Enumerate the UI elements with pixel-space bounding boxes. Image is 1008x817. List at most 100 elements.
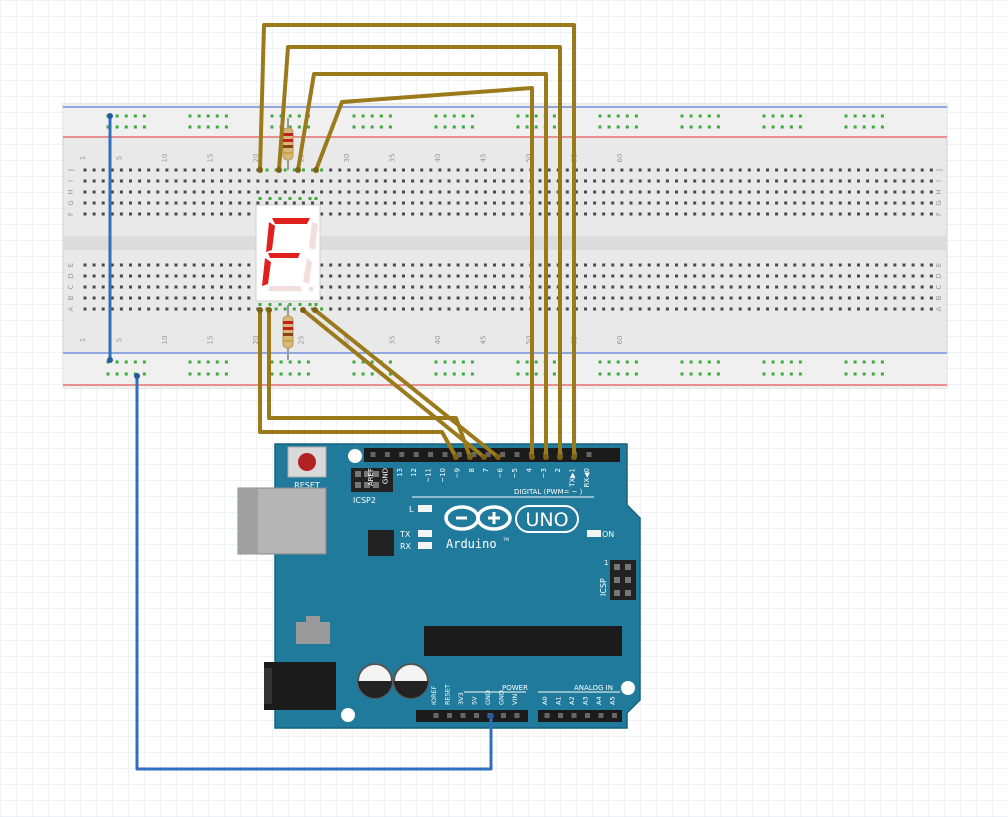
breadboard-hole: [902, 201, 906, 205]
breadboard-hole: [420, 212, 424, 216]
analog-pin-socket[interactable]: [585, 713, 590, 718]
wire-seg-top-3[interactable]: [296, 72, 548, 459]
digital-pin-socket[interactable]: [384, 452, 390, 457]
digital-pin-socket[interactable]: [370, 452, 376, 457]
breadboard-hole: [356, 179, 360, 183]
icsp2-header: [351, 468, 393, 492]
rail-hole: [880, 114, 884, 118]
breadboard-hole: [729, 212, 733, 216]
digital-pin-socket[interactable]: [428, 452, 434, 457]
rail-hole: [516, 114, 520, 118]
reset-button-cap[interactable]: [298, 453, 316, 471]
breadboard-hole: [165, 179, 169, 183]
rail-hole: [379, 114, 383, 118]
breadboard-hole: [365, 179, 369, 183]
digital-pin-socket[interactable]: [485, 452, 491, 457]
wire-seg-top-1[interactable]: [258, 23, 576, 459]
digital-pin-socket[interactable]: [586, 452, 592, 457]
breadboard-hole: [238, 296, 242, 300]
power-pin-socket[interactable]: [447, 713, 452, 718]
breadboard-hole: [702, 179, 706, 183]
breadboard-hole: [329, 307, 333, 311]
breadboard-hole: [247, 285, 251, 289]
power-pin-socket[interactable]: [460, 713, 466, 718]
rail-hole: [534, 372, 538, 376]
wire-seg-bottom-1[interactable]: [258, 308, 458, 459]
breadboard-hole: [474, 307, 478, 311]
breadboard-hole: [847, 285, 851, 289]
wire-end: [312, 307, 318, 313]
power-pin-socket[interactable]: [474, 713, 479, 718]
breadboard-hole: [483, 307, 487, 311]
digital-pin-label: 13: [396, 468, 404, 477]
rail-hole: [197, 114, 201, 118]
digital-pin-socket[interactable]: [399, 452, 405, 457]
breadboard-hole: [220, 212, 223, 216]
rail-hole: [534, 360, 538, 364]
breadboard-hole: [347, 285, 351, 289]
breadboard-hole: [201, 263, 205, 267]
breadboard-hole: [138, 201, 142, 205]
segment-pin: [278, 197, 282, 200]
breadboard-hole: [620, 201, 624, 205]
breadboard-hole: [584, 190, 587, 194]
power-pin-socket[interactable]: [433, 713, 439, 718]
breadboard-hole: [711, 190, 715, 194]
breadboard-hole: [247, 307, 251, 311]
breadboard-hole: [465, 307, 469, 311]
analog-pin-socket[interactable]: [558, 713, 563, 718]
rail-hole: [862, 114, 866, 118]
breadboard-hole: [165, 274, 169, 278]
analog-pin-socket[interactable]: [598, 713, 604, 718]
rail-hole: [552, 372, 556, 376]
row-letter: I: [67, 180, 75, 182]
breadboard-hole: [83, 263, 87, 267]
breadboard-hole: [402, 285, 405, 289]
wire-seg-bottom-3[interactable]: [301, 308, 486, 459]
breadboard-hole: [720, 263, 724, 267]
rail-hole: [525, 360, 529, 364]
breadboard-hole: [129, 296, 132, 300]
breadboard-hole: [165, 263, 169, 267]
rail-hole: [634, 360, 638, 364]
breadboard-hole: [656, 274, 660, 278]
analog-pin-socket[interactable]: [544, 713, 550, 718]
analog-pin-socket[interactable]: [612, 713, 617, 718]
power-pin-socket[interactable]: [501, 713, 506, 718]
breadboard-hole: [693, 263, 697, 267]
arduino-uno-board: RESET ICSP2 L: [237, 443, 641, 729]
breadboard-hole: [411, 285, 415, 289]
digital-pin-socket[interactable]: [413, 452, 419, 457]
breadboard-hole: [884, 274, 888, 278]
breadboard-hole: [502, 201, 506, 205]
power-pin-socket[interactable]: [514, 713, 520, 718]
breadboard-hole: [129, 201, 132, 205]
breadboard-hole: [766, 190, 769, 194]
arduino-brand: Arduino: [446, 537, 497, 551]
breadboard-hole: [593, 201, 597, 205]
digital-pin-socket[interactable]: [456, 452, 462, 457]
breadboard-hole: [420, 263, 424, 267]
wire-gnd[interactable]: [135, 374, 493, 771]
digital-pin-socket[interactable]: [514, 452, 520, 457]
wire-seg-top-2[interactable]: [277, 45, 562, 459]
digital-pin-socket[interactable]: [500, 452, 506, 457]
breadboard-hole: [156, 274, 160, 278]
breadboard-hole: [347, 307, 351, 311]
segment-a: [272, 218, 310, 224]
analog-pin-socket[interactable]: [571, 713, 577, 718]
column-number: 10: [161, 154, 169, 163]
wire-seg-bottom-4[interactable]: [313, 308, 500, 459]
digital-pin-socket[interactable]: [471, 452, 477, 457]
rail-hole: [598, 372, 602, 376]
rail-hole: [133, 360, 137, 364]
digital-pin-socket[interactable]: [442, 452, 448, 457]
breadboard-hole: [411, 263, 415, 267]
breadboard-hole: [238, 212, 242, 216]
breadboard-hole: [857, 168, 860, 172]
wire-seg-top-4[interactable]: [314, 86, 534, 459]
breadboard-hole: [929, 263, 933, 267]
rail-hole: [862, 360, 866, 364]
breadboard-hole: [638, 212, 642, 216]
breadboard-hole: [820, 212, 824, 216]
